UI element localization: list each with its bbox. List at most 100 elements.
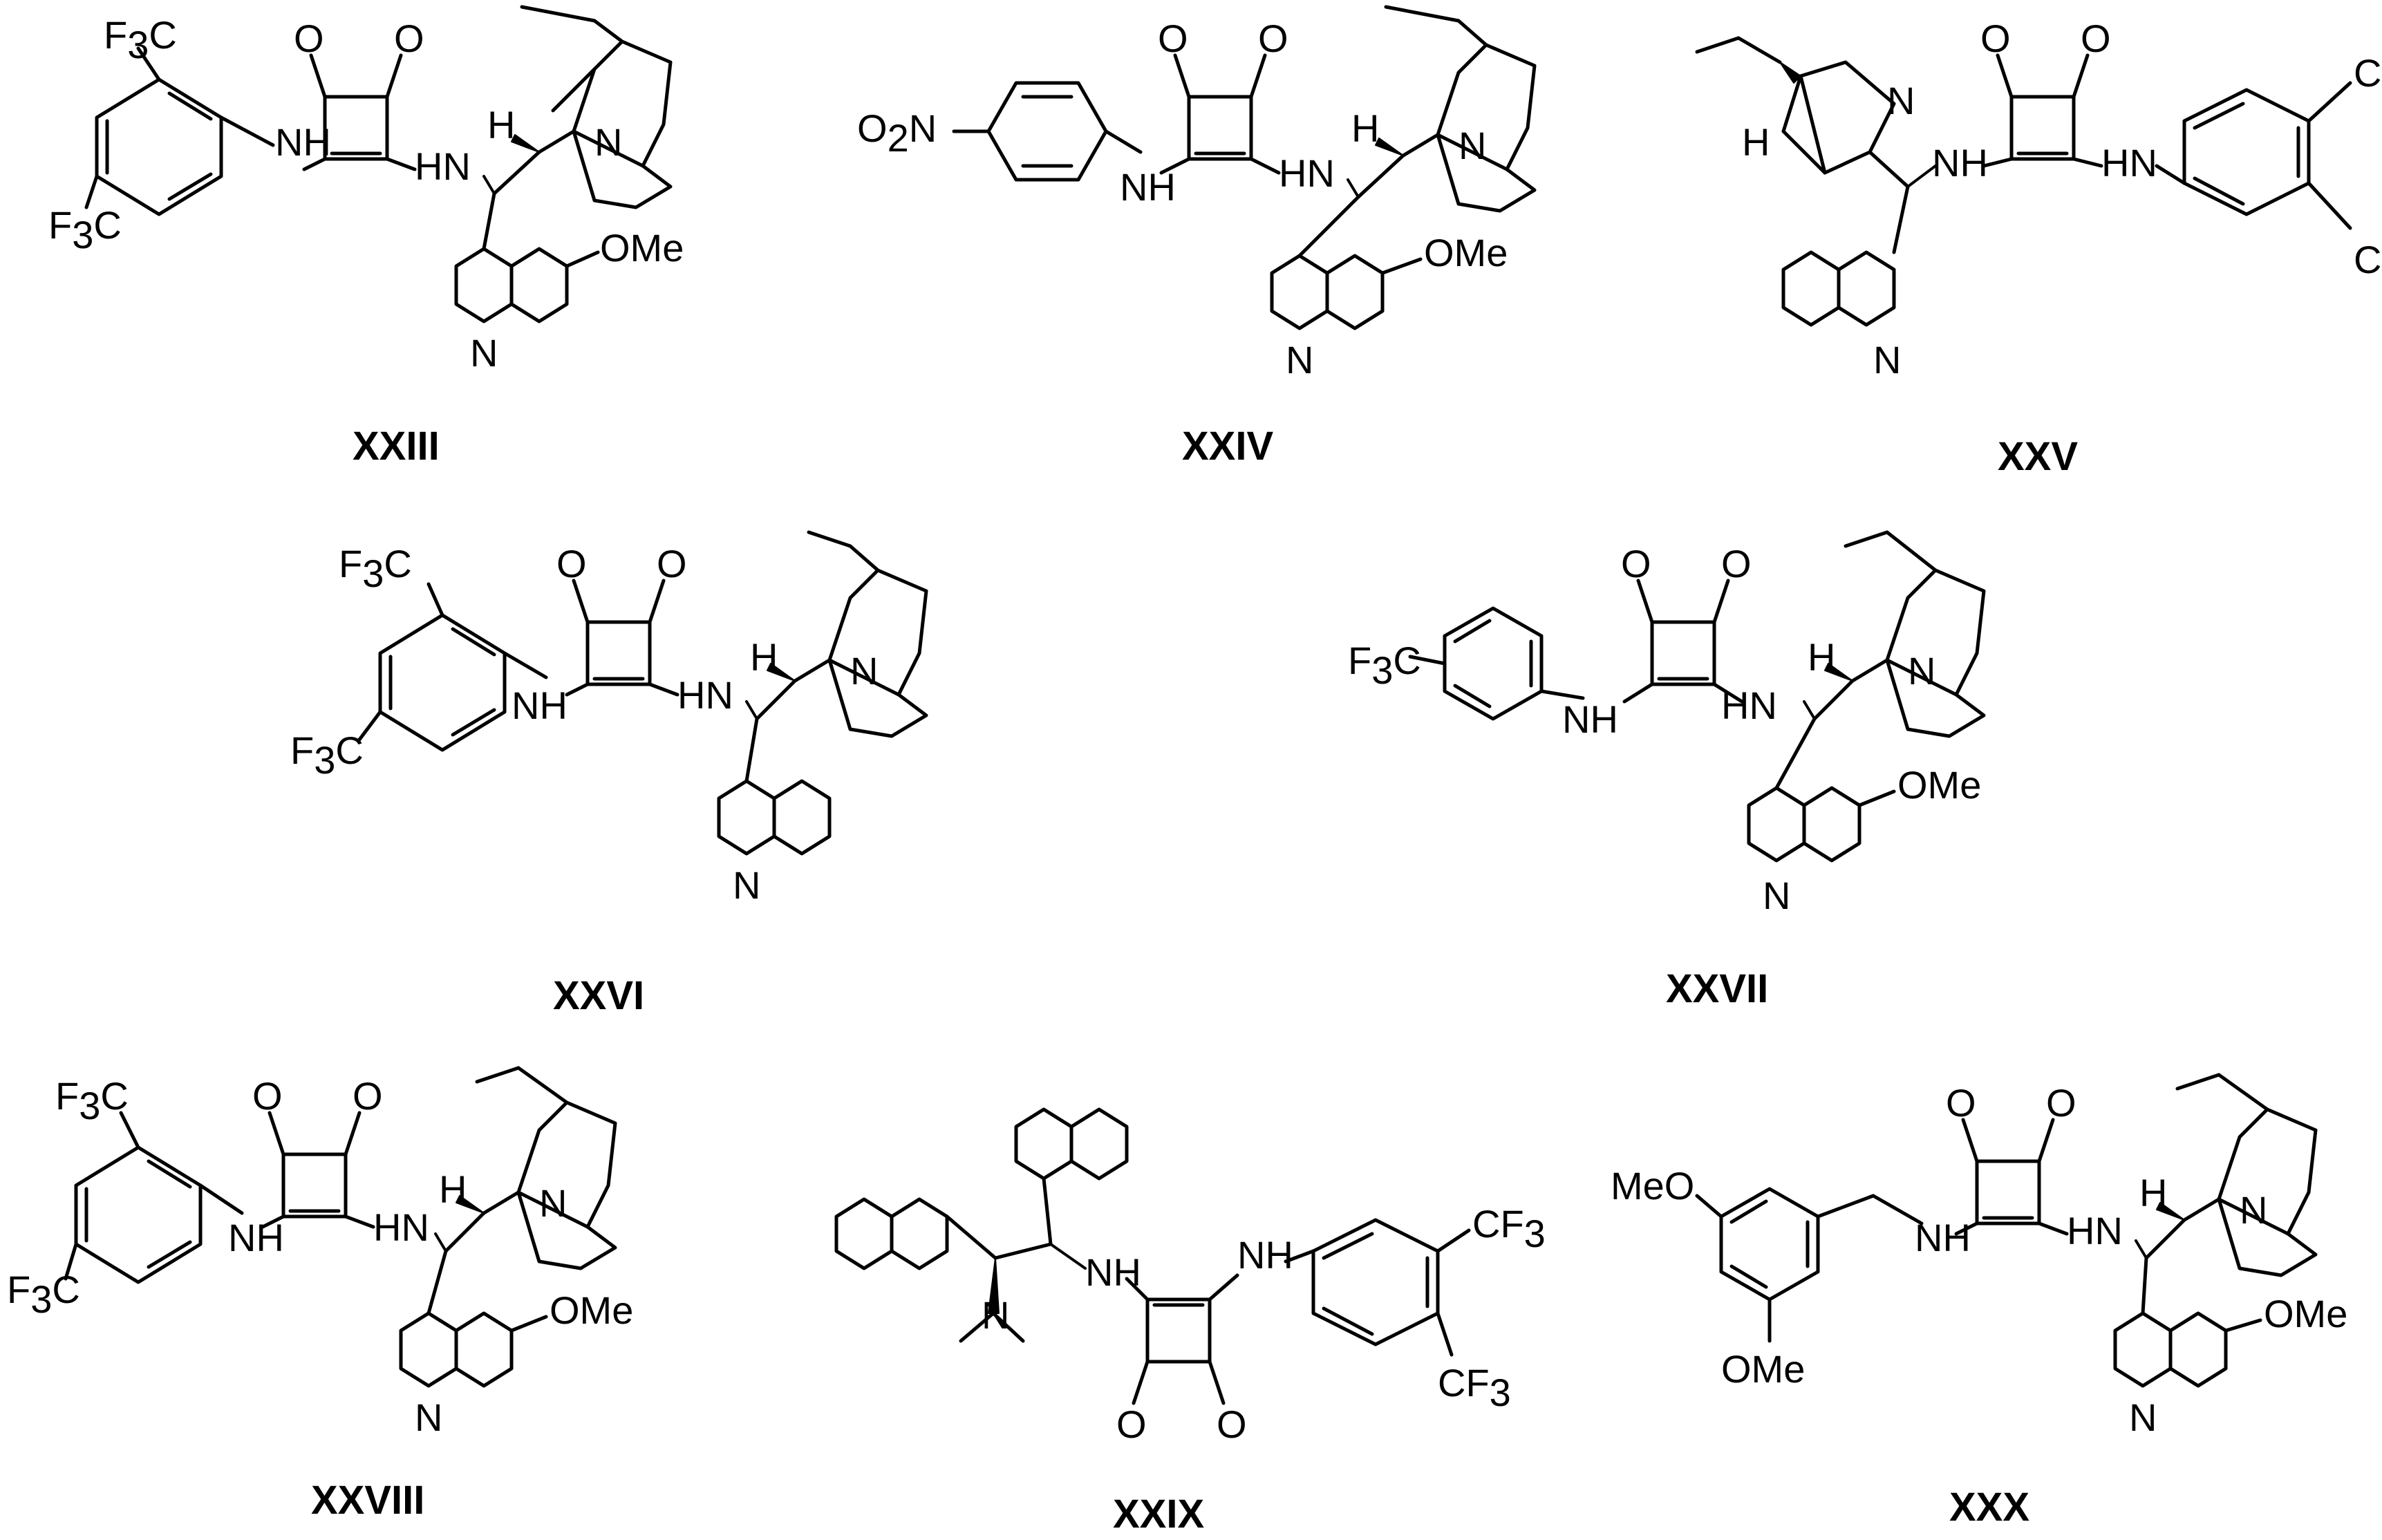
xxix-o1-label: O	[1116, 1402, 1147, 1446]
xxix-naphthalene-top-b	[1069, 1107, 1129, 1181]
xxiii-h-label: H	[487, 103, 515, 147]
xxiv-quinoline-b	[1325, 254, 1385, 330]
xxiii-cf3-top: F3C	[104, 13, 177, 66]
xxvii-compound-id: XXVII	[1666, 966, 1768, 1011]
xxvi-h-label: H	[750, 635, 778, 679]
xxx-quinoline-b	[2168, 1311, 2228, 1388]
xxix-aryl-ring	[1311, 1218, 1440, 1346]
xxviii-compound-id: XXVIII	[311, 1478, 424, 1523]
xxx-nh-label: NH	[1915, 1216, 1971, 1259]
xxviii-squaramide	[281, 1152, 348, 1219]
xxix-cf3-bottom: CF3	[1438, 1361, 1511, 1414]
xxvii-h-label: H	[1808, 635, 1835, 679]
xxvi-cf3-bottom: F3C	[290, 729, 364, 782]
xxx-compound-id: XXX	[1949, 1485, 2029, 1530]
xxvii-n-label: N	[1908, 649, 1935, 693]
xxv-o2-label: O	[2081, 17, 2111, 60]
xxiv-o2-label: O	[1258, 17, 1288, 60]
xxx-aryl-ring	[1719, 1187, 1820, 1302]
xxvi-aryl-ring	[378, 613, 507, 752]
xxviii-cf3-top: F3C	[55, 1074, 129, 1127]
xxvii-ome-label: OMe	[1897, 763, 1981, 807]
xxix-o2-label: O	[1217, 1402, 1247, 1446]
xxviii-o1-label: O	[252, 1074, 283, 1118]
xxvii-nh-label: NH	[1562, 697, 1618, 741]
xxiii-ome-label: OMe	[600, 226, 684, 270]
xxiv-quinoline-a	[1270, 254, 1329, 330]
xxvi-compound-id: XXVI	[553, 973, 644, 1018]
xxix-nme2-label: N	[982, 1293, 1009, 1337]
xxiv-n-label: N	[1459, 124, 1486, 167]
xxx-quinoline-a	[2113, 1311, 2173, 1388]
xxviii-n-label: N	[539, 1181, 567, 1225]
xxv-h-label: H	[1742, 120, 1770, 164]
xxvii-cf3-label: F3C	[1348, 639, 1421, 692]
xxiii-compound-id: XXIII	[353, 424, 440, 469]
compound-xxix: N NH NH CF3 CF3 O O XXIX	[834, 1107, 1546, 1537]
xxix-compound-id: XXIX	[1113, 1492, 1204, 1537]
xxvi-quinoline-b	[772, 779, 832, 856]
xxv-hn-label: HN	[2101, 141, 2157, 185]
xxvii-quinoline-n-label: N	[1763, 874, 1790, 917]
xxv-quinoline-b	[1837, 250, 1896, 327]
xxx-hn-label: HN	[2067, 1209, 2123, 1252]
xxiv-ome-label: OMe	[1424, 231, 1508, 274]
xxiv-o1-label: O	[1158, 17, 1188, 60]
compound-xxx: MeO OMe NH HN H N OMe O O N XXX	[1611, 1073, 2347, 1530]
compound-xxvi: F3C F3C NH HN H N O O N XXVI	[290, 530, 928, 1018]
xxviii-quinoline-n-label: N	[415, 1396, 442, 1439]
xxx-o2-label: O	[2046, 1081, 2076, 1125]
xxvii-aryl-ring	[1443, 606, 1544, 721]
xxviii-ome-label: OMe	[550, 1288, 633, 1332]
xxiii-squaramide	[323, 95, 389, 161]
xxv-nh-label: NH	[1932, 141, 1988, 185]
xxiii-o1-label: O	[294, 17, 324, 60]
xxv-n-label: N	[1887, 79, 1915, 122]
xxvii-squaramide	[1650, 620, 1716, 686]
xxiii-hn-label: HN	[415, 144, 471, 188]
xxviii-quinoline-a	[399, 1311, 458, 1388]
xxv-cf3-bottom: CF3	[2354, 238, 2382, 291]
compound-xxiv: O2N NH HN H N OMe O O N XXIV	[857, 5, 1537, 469]
xxiv-squaramide	[1187, 95, 1253, 161]
xxv-cf3-top: CF3	[2354, 51, 2382, 104]
compound-xxvii: F3C NH HN H N OMe O O N XXVII	[1348, 530, 1986, 1011]
xxvi-o1-label: O	[556, 542, 587, 585]
xxiii-n-label: N	[594, 120, 622, 164]
xxviii-hn-label: HN	[373, 1205, 429, 1249]
xxv-quinoline-n-label: N	[1873, 338, 1901, 382]
xxiv-no2-label: O2N	[857, 106, 937, 160]
xxx-h-label: H	[2139, 1171, 2167, 1214]
xxvii-o2-label: O	[1721, 542, 1752, 585]
xxx-squaramide	[1975, 1159, 2041, 1226]
xxvi-o2-label: O	[657, 542, 687, 585]
xxiii-nh-label: NH	[275, 120, 331, 164]
xxvi-nh-label: NH	[512, 684, 568, 727]
xxix-cf3-top: CF3	[1472, 1202, 1546, 1255]
compound-xxviii: F3C F3C NH HN H N OMe O O N XXVIII	[7, 1066, 633, 1523]
xxix-nh2-label: NH	[1237, 1233, 1293, 1277]
xxviii-cf3-bottom: F3C	[7, 1268, 80, 1321]
xxvii-o1-label: O	[1621, 542, 1651, 585]
xxv-compound-id: XXV	[1998, 434, 2078, 479]
xxviii-o2-label: O	[353, 1074, 383, 1118]
xxv-squaramide	[2009, 95, 2076, 161]
xxiv-nh-label: NH	[1120, 165, 1176, 209]
xxv-o1-label: O	[1980, 17, 2011, 60]
xxix-naphthalene-left-a	[834, 1197, 894, 1270]
xxx-ome-bottom-label: OMe	[1721, 1347, 1805, 1391]
xxix-squaramide	[1145, 1297, 1212, 1364]
xxiv-hn-label: HN	[1279, 151, 1335, 195]
xxx-quinoline-n-label: N	[2129, 1396, 2157, 1439]
xxiv-quinoline-n-label: N	[1286, 338, 1313, 382]
xxvi-n-label: N	[850, 649, 878, 693]
xxiii-quinoline-b	[509, 247, 569, 323]
xxiii-aryl-ring	[95, 77, 223, 216]
xxiv-compound-id: XXIV	[1182, 424, 1273, 469]
xxvii-quinoline-b	[1802, 786, 1861, 863]
xxv-quinoline-a	[1781, 250, 1841, 327]
xxix-nh1-label: NH	[1085, 1250, 1141, 1294]
xxx-ome-label: OMe	[2264, 1292, 2347, 1335]
xxiii-cf3-bottom: F3C	[48, 203, 122, 256]
